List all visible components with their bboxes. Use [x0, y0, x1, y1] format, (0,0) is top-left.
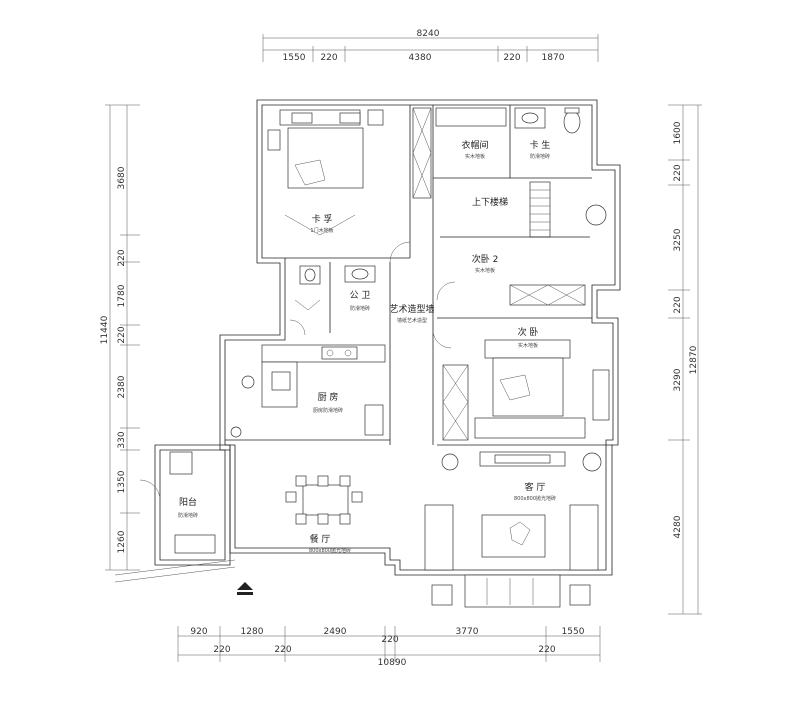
balcony-label: 阳台	[179, 496, 197, 508]
bed	[287, 127, 364, 189]
top-dim-4: 220	[503, 53, 520, 63]
right-dim-6: 4280	[673, 515, 683, 538]
master-bedroom-label: 卡 孚	[312, 213, 333, 225]
public-bath: 公 卫 防滑地砖	[294, 265, 376, 312]
bottom-dim-8: 220	[274, 645, 291, 655]
right-dim-5: 3290	[673, 368, 683, 391]
doors	[139, 241, 456, 501]
right-dim-1: 1600	[673, 121, 683, 144]
kitchen-label: 厨 房	[318, 391, 339, 403]
entrance-arrow-icon	[237, 582, 253, 595]
bedroom: 次 卧 实木地板	[442, 326, 610, 441]
right-dimension: 1600 220 3250 220 3290 4280 12870	[668, 104, 702, 615]
public-bath-label: 公 卫	[350, 290, 371, 301]
left-dim-8: 1260	[117, 530, 127, 553]
master-bath: 卡 生 防滑地砖	[514, 107, 581, 160]
walls	[114, 99, 621, 583]
master-bedroom: 卡 孚 1门木地板	[267, 109, 384, 236]
dining-table	[302, 484, 349, 516]
left-dim-6: 330	[117, 431, 127, 448]
bottom-dim-9: 220	[538, 645, 555, 655]
armchair-right	[569, 504, 599, 571]
bottom-total-dim: 10890	[378, 658, 407, 668]
stair-label: 上下楼梯	[472, 196, 508, 208]
left-dim-2: 220	[117, 249, 127, 266]
cloakroom-note: 实木地板	[465, 153, 485, 160]
balcony-note: 防滑地砖	[178, 512, 198, 519]
bottom-dim-3: 2490	[324, 627, 347, 637]
right-dim-4: 220	[673, 296, 683, 313]
bedroom-label: 次 卧	[518, 326, 539, 338]
top-dimension: 8240 1550 220 4380 220 1870	[262, 29, 599, 63]
left-total-dim: 11440	[100, 315, 110, 344]
left-dimension: 11440 3680 220 1780 220 2380 330 1350 12…	[100, 104, 140, 571]
master-bath-note: 防滑地砖	[530, 153, 550, 160]
cloakroom: 衣帽间 实木地板	[412, 107, 507, 199]
left-dim-3: 1780	[117, 284, 127, 307]
bottom-dim-2: 1280	[241, 627, 264, 637]
right-dim-2: 220	[673, 164, 683, 181]
right-total-dim: 12870	[689, 345, 699, 374]
public-bath-note: 防滑地砖	[350, 305, 370, 312]
left-dim-1: 3680	[117, 166, 127, 189]
sofa	[464, 574, 561, 608]
bottom-dim-5: 3770	[456, 627, 479, 637]
top-dim-3: 4380	[409, 53, 432, 63]
study-label: 次卧 2	[472, 253, 499, 265]
dining-label: 餐 厅	[310, 533, 331, 545]
study-note: 实木地板	[475, 267, 495, 274]
art-wall: 艺术造型墙 墙纸艺术造型	[389, 303, 434, 324]
kitchen: 厨 房 厨房防滑地砖	[230, 344, 386, 438]
cloakroom-label: 衣帽间	[461, 139, 488, 151]
bottom-dim-7: 220	[213, 645, 230, 655]
top-total-dim: 8240	[417, 29, 440, 39]
art-wall-label: 艺术造型墙	[389, 303, 434, 315]
bottom-dim-4: 220	[381, 635, 398, 645]
top-dim-5: 1870	[542, 53, 565, 63]
bedroom-note: 实木地板	[518, 342, 538, 349]
top-dim-1: 1550	[283, 53, 306, 63]
balcony: 阳台 防滑地砖	[169, 451, 216, 554]
bottom-dim-1: 920	[190, 627, 207, 637]
living-label: 客 厅	[525, 481, 546, 493]
living-note: 800x800抛光地砖	[514, 495, 556, 502]
right-dim-3: 3250	[673, 228, 683, 251]
top-dim-2: 220	[320, 53, 337, 63]
study-room: 次卧 2 实木地板	[472, 204, 607, 306]
bottom-dimension: 920 1280 2490 220 3770 1550 220 220 1089…	[177, 626, 601, 668]
master-bath-label: 卡 生	[530, 139, 551, 151]
kitchen-note: 厨房防滑地砖	[313, 407, 343, 414]
left-dim-4: 220	[117, 326, 127, 343]
left-dim-5: 2380	[117, 375, 127, 398]
dining-area: 餐 厅 800x800抛光地砖	[285, 475, 363, 554]
armchair-left	[424, 504, 454, 571]
art-wall-note: 墙纸艺术造型	[397, 317, 427, 324]
living-room: 客 厅 800x800抛光地砖	[424, 451, 602, 608]
left-dim-7: 1350	[117, 470, 127, 493]
dining-note: 800x800抛光地砖	[309, 547, 351, 554]
bottom-dim-6: 1550	[562, 627, 585, 637]
coffee-table	[481, 514, 546, 558]
master-bedroom-note: 1门木地板	[310, 227, 333, 234]
staircase: 上下楼梯	[440, 181, 590, 238]
